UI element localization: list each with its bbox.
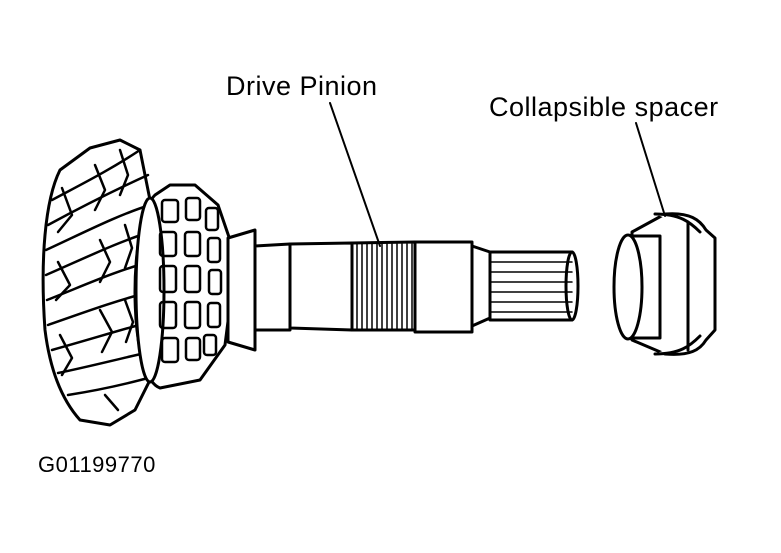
pinion-gear-head (43, 140, 150, 425)
shaft-threads (357, 244, 412, 329)
drive-pinion-label: Drive Pinion (226, 71, 378, 101)
leader-lines (330, 103, 665, 246)
collapsible-spacer (614, 214, 715, 355)
pinion-shaft (228, 230, 578, 350)
bearing-rollers (160, 198, 221, 362)
drive-pinion-leader (330, 103, 380, 246)
collapsible-spacer-label: Collapsible spacer (489, 92, 719, 122)
helical-teeth (46, 150, 150, 410)
tapered-roller-bearing (135, 185, 232, 388)
collapsible-spacer-leader (636, 123, 665, 216)
shaft-splines (490, 262, 572, 312)
figure-code: G01199770 (38, 452, 156, 477)
